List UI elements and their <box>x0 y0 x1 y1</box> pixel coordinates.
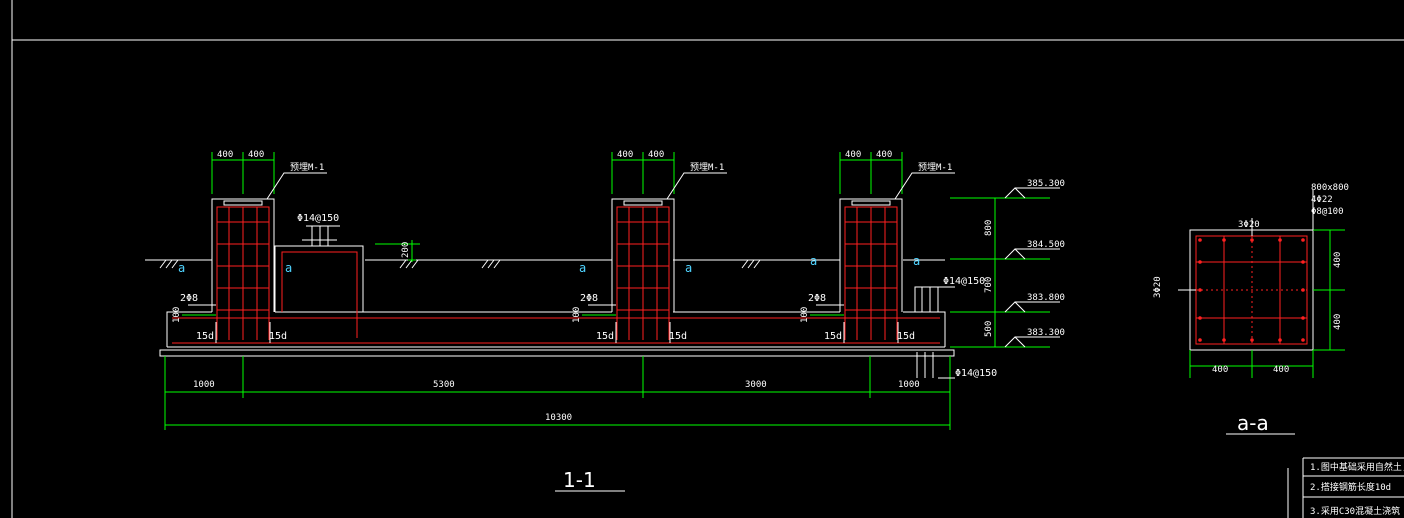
column-dim-right: 400 <box>248 150 264 160</box>
detail-rebar-dots <box>1198 238 1305 342</box>
footing-slab <box>159 311 955 357</box>
soil-hatch-group <box>159 259 761 269</box>
side-rebar-label: Φ14@150 <box>943 276 985 287</box>
rebar-dot <box>1301 316 1305 320</box>
total-dim: 10300 <box>545 413 572 423</box>
right-dimension-lines <box>950 187 1060 348</box>
embed-label: 预埋M-1 <box>918 162 952 173</box>
section-mark-3: a <box>579 261 586 275</box>
embed-plate <box>223 200 263 206</box>
span-dim-4: 1000 <box>898 380 920 390</box>
column-dim-left: 400 <box>617 150 633 160</box>
column-2: 400 400 预埋M-1 2Φ8 100 15d 15d <box>572 150 727 343</box>
dim-15d-left: 15d <box>196 331 214 342</box>
section-mark-5: a <box>810 254 817 268</box>
section-mark-1: a <box>178 261 185 275</box>
rebar-dot <box>1198 316 1202 320</box>
embed-leader <box>266 172 327 200</box>
span-dim-2: 5300 <box>433 380 455 390</box>
column-outline <box>211 198 275 312</box>
detail-size: 800x800 <box>1311 183 1349 193</box>
dim-100-label: 100 <box>572 307 582 323</box>
dim-100-label: 100 <box>800 307 810 323</box>
rebar-dot <box>1250 238 1254 242</box>
rebar-2phi8-label: 2Φ8 <box>808 293 826 304</box>
dim-15d-left: 15d <box>596 331 614 342</box>
rebar-dot <box>1198 260 1202 264</box>
rebar-dot <box>1222 338 1226 342</box>
section-1-1-elevation: 400 400 预埋M-1 2Φ8 100 15d 15d 400 400 预埋M-1 2Φ8 100… <box>145 150 1060 492</box>
detail-dim-v-2: 400 <box>1333 314 1343 330</box>
dim-15d-right: 15d <box>669 331 687 342</box>
rebar-2phi8-label: 2Φ8 <box>180 293 198 304</box>
rebar-dot <box>1198 288 1202 292</box>
rebar-2phi8-label: 2Φ8 <box>580 293 598 304</box>
side-rebar-detail <box>914 286 955 379</box>
column-dim-right: 400 <box>648 150 664 160</box>
detail-dim-h-1: 400 <box>1212 365 1228 375</box>
rebar-dot <box>1222 238 1226 242</box>
section-title: 1-1 <box>563 468 596 492</box>
column-outline <box>611 198 675 312</box>
rebar-dot <box>1278 338 1282 342</box>
dim-200-label: 200 <box>401 242 411 258</box>
column-3: 400 400 预埋M-1 2Φ8 100 15d 15d <box>800 150 955 343</box>
span-dim-1: 1000 <box>193 380 215 390</box>
embed-leader <box>666 172 727 200</box>
rebar-dot <box>1301 238 1305 242</box>
elevation-3: 383.800 <box>1027 293 1065 303</box>
dim-100-label: 100 <box>172 307 182 323</box>
rebar-dot <box>1198 338 1202 342</box>
column-dim-left: 400 <box>217 150 233 160</box>
dim-15d-left: 15d <box>824 331 842 342</box>
dim-15d-right: 15d <box>897 331 915 342</box>
top-rebar-label: Φ14@150 <box>297 213 339 224</box>
rebar-dot <box>1301 288 1305 292</box>
elevation-2: 384.500 <box>1027 240 1065 250</box>
column-1: 400 400 预埋M-1 2Φ8 100 15d 15d <box>172 150 327 343</box>
detail-stirrup-spec: Φ8@100 <box>1311 207 1344 217</box>
vertical-dim-2: 700 <box>984 277 994 293</box>
detail-title: a-a <box>1237 411 1269 435</box>
detail-dim-v-1: 400 <box>1333 252 1343 268</box>
section-mark-2: a <box>285 261 292 275</box>
detail-dim-h-2: 400 <box>1273 365 1289 375</box>
trench-wall <box>274 225 420 338</box>
bottom-dimension-chain <box>164 356 951 430</box>
detail-top-bar: 3Φ20 <box>1238 220 1260 230</box>
embed-plate <box>851 200 891 206</box>
rebar-dot <box>1278 238 1282 242</box>
embed-plate <box>623 200 663 206</box>
rebar-dot <box>1301 338 1305 342</box>
section-mark-4: a <box>685 261 692 275</box>
note-2: 2.搭接钢筋长度10d <box>1310 481 1391 493</box>
detail-a-a: 3Φ20 3Φ20 800x800 4Φ22 Φ8@100 400 400 40… <box>1153 183 1349 435</box>
detail-main-bar: 4Φ22 <box>1311 195 1333 205</box>
elevation-4: 383.300 <box>1027 328 1065 338</box>
note-1: 1.图中基础采用自然土,做垫层夯实 <box>1310 461 1404 473</box>
rebar-dot <box>1301 260 1305 264</box>
detail-side-bar: 3Φ20 <box>1153 276 1163 298</box>
embed-label: 预埋M-1 <box>290 162 324 173</box>
rebar-dot <box>1250 338 1254 342</box>
column-outline <box>839 198 903 312</box>
dim-15d-right: 15d <box>269 331 287 342</box>
notes-table: 1.图中基础采用自然土,做垫层夯实 2.搭接钢筋长度10d 3.采用C30混凝土… <box>1287 457 1404 518</box>
embed-leader <box>894 172 955 200</box>
elevation-1: 385.300 <box>1027 179 1065 189</box>
note-3: 3.采用C30混凝土浇筑 <box>1310 505 1400 517</box>
column-dim-right: 400 <box>876 150 892 160</box>
column-dim-left: 400 <box>845 150 861 160</box>
vertical-dim-3: 500 <box>984 321 994 337</box>
section-labels: Φ14@150 200 Φ14@150 Φ14@150 1000 5300 30… <box>178 179 1065 423</box>
vertical-dim-1: 800 <box>984 220 994 236</box>
section-mark-6: a <box>913 254 920 268</box>
rebar-dot <box>1198 238 1202 242</box>
span-dim-3: 3000 <box>745 380 767 390</box>
embed-label: 预埋M-1 <box>690 162 724 173</box>
bottom-rebar-label: Φ14@150 <box>955 368 997 379</box>
